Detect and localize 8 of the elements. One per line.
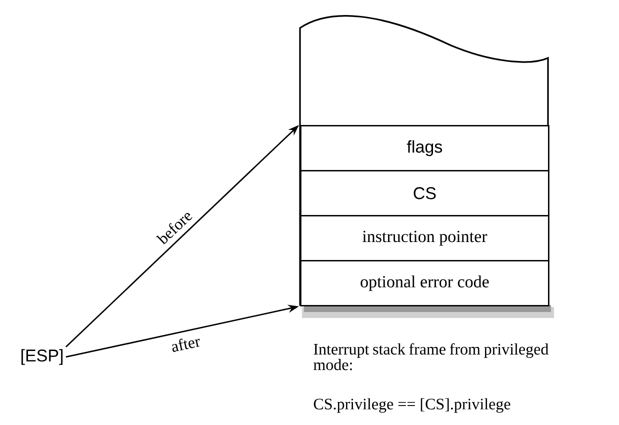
stack-cell: instruction pointer (300, 215, 550, 262)
register-label: [ESP] (21, 349, 63, 365)
caption-text: Interrupt stack frame from privileged mode: (314, 343, 548, 370)
caption-text: CS.privilege == [CS].privilege (314, 398, 510, 413)
stack-cell: flags (300, 125, 550, 172)
stack-cell: optional error code (300, 260, 550, 306)
edge-label: after (172, 338, 200, 352)
stack-cell: CS (300, 170, 550, 216)
